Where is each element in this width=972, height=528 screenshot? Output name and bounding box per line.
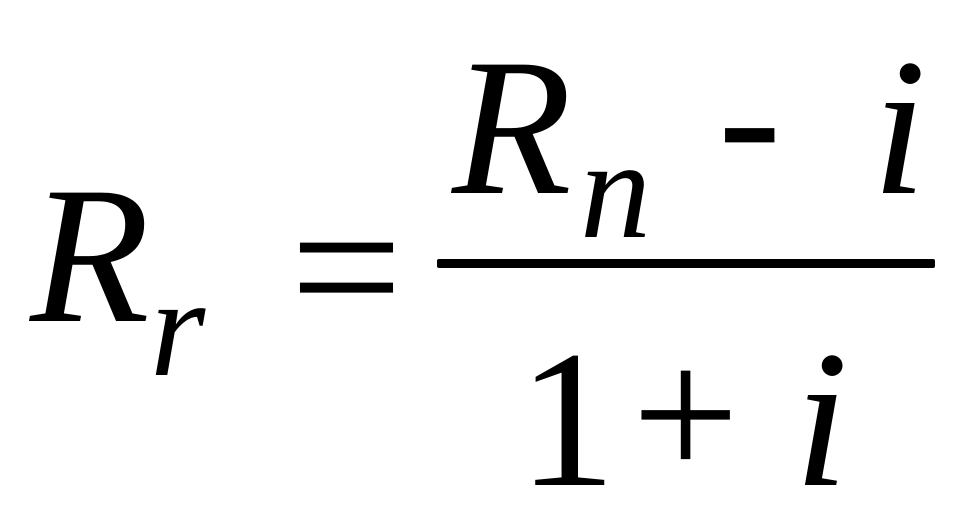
real-rate-formula: R r = R n - i 1 + i [30, 12, 935, 520]
numerator-variable: i [872, 19, 927, 236]
denominator-constant: 1 [518, 311, 616, 528]
fraction-bar [437, 259, 935, 268]
lhs-symbol: R [30, 147, 150, 364]
numerator-symbol: R [452, 19, 572, 236]
denominator-plus-operator: + [632, 310, 740, 520]
denominator-variable: i [794, 311, 849, 528]
numerator-minus-operator: - [718, 12, 782, 222]
equals-sign: = [290, 157, 403, 378]
numerator-subscript: n [580, 110, 651, 268]
lhs-subscript: r [150, 248, 206, 406]
